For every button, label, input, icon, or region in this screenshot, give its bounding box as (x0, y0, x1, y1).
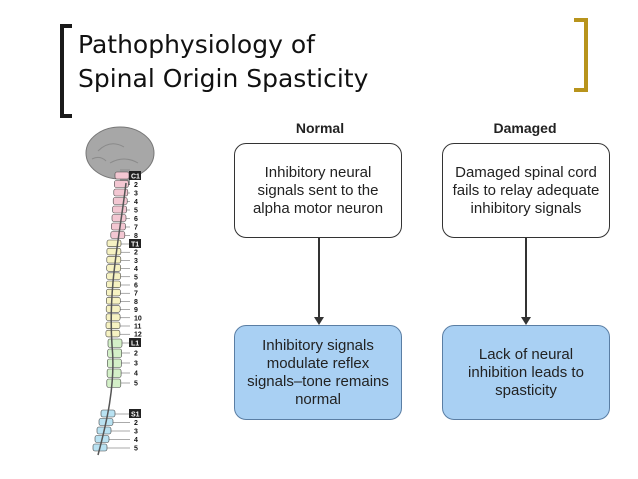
vertebra-segment (106, 288, 121, 297)
segment-badge-label: T1 (131, 242, 139, 249)
segment-number: 4 (134, 199, 138, 206)
normal-bottom-text: Inhibitory signals modulate reflex signa… (247, 336, 389, 408)
normal-top-text: Inhibitory neural signals sent to the al… (252, 163, 384, 217)
segment-badge (129, 239, 141, 248)
brain-folds (91, 143, 139, 164)
segment-badge (129, 171, 141, 180)
segment-number: 7 (134, 291, 138, 298)
segment-number: 5 (134, 274, 138, 281)
normal-bottom-box: Inhibitory signals modulate reflex signa… (234, 325, 402, 420)
segment-number: 2 (134, 420, 138, 427)
segment-number: 2 (134, 351, 138, 358)
vertebra-segment (105, 313, 121, 321)
segment-number: 12 (134, 332, 142, 339)
segment-number: 4 (134, 266, 138, 273)
segment-badge-label: L1 (131, 341, 139, 348)
vertebra-segment (105, 297, 121, 305)
vertebra-segment (105, 321, 121, 329)
vertebra-segment (107, 358, 122, 368)
segment-number: 4 (134, 437, 138, 444)
segment-number: 3 (134, 258, 138, 265)
damaged-top-box: Damaged spinal cord fails to relay adequ… (442, 143, 610, 238)
segment-number: 4 (134, 371, 138, 378)
vertebra-segment (106, 368, 122, 378)
segment-number: 6 (134, 216, 138, 223)
vertebra-segment (106, 239, 122, 247)
damaged-top-text: Damaged spinal cord fails to relay adequ… (452, 163, 600, 217)
title-bracket-left (60, 24, 72, 118)
vertebra-segment (112, 197, 128, 205)
title-line-1: Pathophysiology of (78, 30, 315, 59)
column-heading-normal: Normal (295, 120, 345, 136)
thoracic-segments (105, 239, 130, 338)
segment-number: 2 (134, 182, 138, 189)
segment-number: 8 (134, 233, 138, 240)
damaged-arrow (522, 238, 530, 325)
segment-number: 3 (134, 191, 138, 198)
segment-number: 5 (134, 446, 138, 453)
segment-number: 8 (134, 299, 138, 306)
vertebra-segment (114, 171, 130, 180)
segment-badge-label: S1 (131, 412, 140, 419)
segment-number: 3 (134, 361, 138, 368)
vertebra-segment (106, 378, 122, 388)
vertebra-segment (111, 222, 126, 231)
sacral-segments (92, 409, 130, 452)
vertebra-segment (106, 256, 122, 264)
segment-number: 11 (134, 324, 142, 331)
segment-badge (129, 338, 141, 347)
spinal-cord-line (97, 182, 127, 456)
title-bracket-right (574, 18, 588, 92)
segment-number: 10 (134, 315, 142, 322)
segment-number: 5 (134, 208, 138, 215)
segment-number: 5 (134, 381, 138, 388)
segment-number: 2 (134, 250, 138, 257)
normal-arrow (315, 238, 323, 325)
page-title: Pathophysiology of Spinal Origin Spastic… (78, 28, 368, 96)
title-line-2: Spinal Origin Spasticity (78, 64, 369, 93)
damaged-bottom-text: Lack of neural inhibition leads to spast… (468, 345, 584, 399)
segment-badge-label: C1 (131, 174, 140, 181)
vertebra-segment (111, 214, 127, 222)
vertebra-segment (106, 247, 122, 256)
lumbar-segments (106, 338, 130, 388)
segment-number: 7 (134, 225, 138, 232)
vertebra-segment (112, 205, 127, 214)
segment-number: 9 (134, 307, 138, 314)
segment-number: 3 (134, 429, 138, 436)
segment-badge (129, 409, 141, 418)
segment-number: 6 (134, 283, 138, 290)
column-heading-damaged: Damaged (493, 120, 557, 136)
vertebra-segment (114, 180, 129, 188)
vertebra-segment (105, 305, 121, 313)
vertebra-segment (105, 329, 121, 338)
vertebra-segment (107, 338, 123, 348)
normal-top-box: Inhibitory neural signals sent to the al… (234, 143, 402, 238)
damaged-bottom-box: Lack of neural inhibition leads to spast… (442, 325, 610, 420)
vertebra-segment (107, 348, 123, 358)
